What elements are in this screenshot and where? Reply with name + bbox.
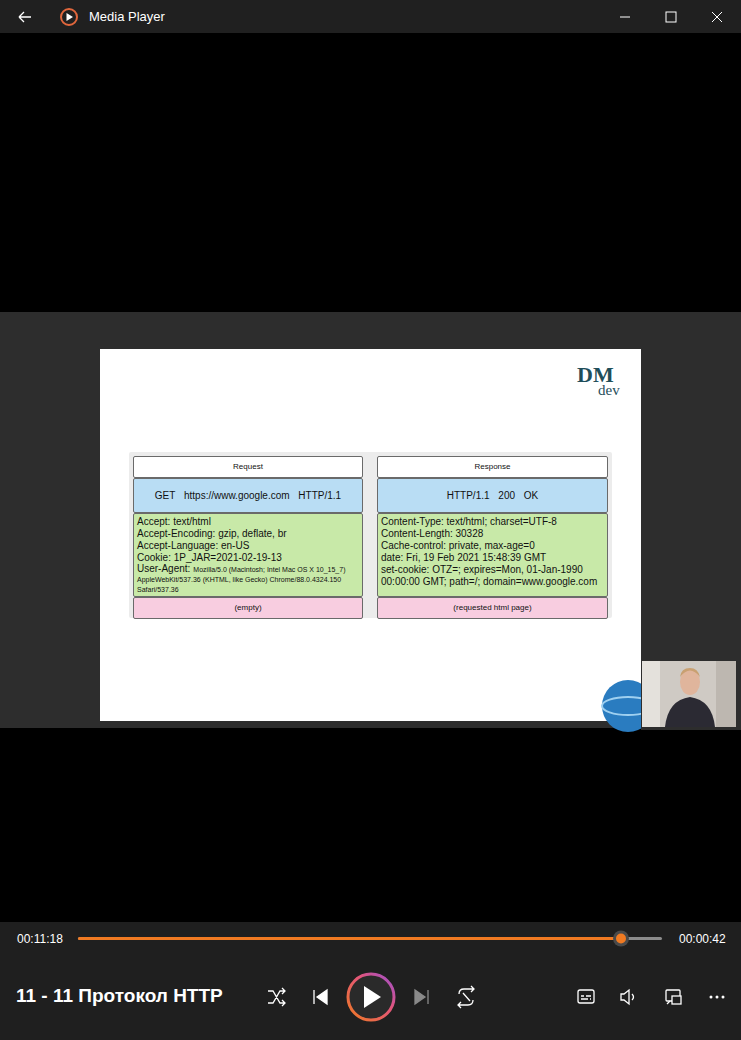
elapsed-time: 00:11:18	[17, 932, 63, 946]
progress-fill	[78, 937, 621, 940]
box-text: HTTP/1.1 200 OK	[382, 490, 603, 502]
title-bar	[0, 0, 741, 33]
header-line: Accept: text/html	[137, 516, 359, 528]
header-line: Accept-Language: en-US	[137, 540, 359, 552]
app-title: Media Player	[89, 9, 165, 24]
window-buttons	[620, 12, 722, 22]
box-text: Request	[138, 461, 358, 473]
globe-badge	[602, 661, 741, 732]
header-line: Cookie: 1P_JAR=2021-02-19-13	[137, 552, 359, 564]
start-line-box: GET https://www.google.com HTTP/1.1	[133, 478, 363, 513]
header-line: date: Fri, 19 Feb 2021 15:48:39 GMT	[381, 552, 604, 564]
back-icon	[19, 12, 31, 22]
body-box: (requested html page)	[377, 597, 608, 619]
webcam-view	[642, 661, 736, 727]
box-text: GET https://www.google.com HTTP/1.1	[138, 490, 358, 502]
headers-box: Accept: text/htmlAccept-Encoding: gzip, …	[133, 513, 363, 597]
column-header: Response	[377, 456, 608, 478]
box-text: (empty)	[138, 602, 358, 614]
app-icon	[61, 9, 77, 25]
header-line: Cache-control: private, max-age=0	[381, 540, 604, 552]
column-header: Request	[133, 456, 363, 478]
play-icon	[364, 986, 381, 1008]
diagram-panel	[129, 452, 612, 618]
header-line: Accept-Encoding: gzip, deflate, br	[137, 528, 359, 540]
box-text: (requested html page)	[382, 602, 603, 614]
header-line: Content-Type: text/html; charset=UTF-8	[381, 516, 604, 528]
play-button	[348, 974, 394, 1020]
video-frame	[0, 312, 741, 728]
user-agent-line: User-Agent:Mozilla/5.0 (Macintosh; Intel…	[137, 564, 359, 594]
media-title: 11 - 11 Протокол HTTP	[16, 985, 223, 1007]
progress-knob-ring	[613, 931, 629, 947]
more-icon	[710, 996, 725, 999]
header-line: set-cookie: OTZ=; expires=Mon, 01-Jan-19…	[381, 564, 604, 588]
header-line: User-Agent:	[137, 563, 190, 574]
body-box: (empty)	[133, 597, 363, 619]
box-text: Response	[382, 461, 603, 473]
start-line-box: HTTP/1.1 200 OK	[377, 478, 608, 513]
progress-track	[78, 937, 662, 940]
control-icons	[268, 986, 681, 1008]
headers-box: Content-Type: text/html; charset=UTF-8Co…	[377, 513, 608, 597]
header-line: Content-Length: 30328	[381, 528, 604, 540]
progress-knob	[616, 934, 626, 944]
remaining-time: 00:00:42	[679, 932, 726, 946]
slide	[100, 349, 641, 721]
control-bar	[0, 922, 741, 1040]
logo-sub: dev	[598, 382, 620, 399]
